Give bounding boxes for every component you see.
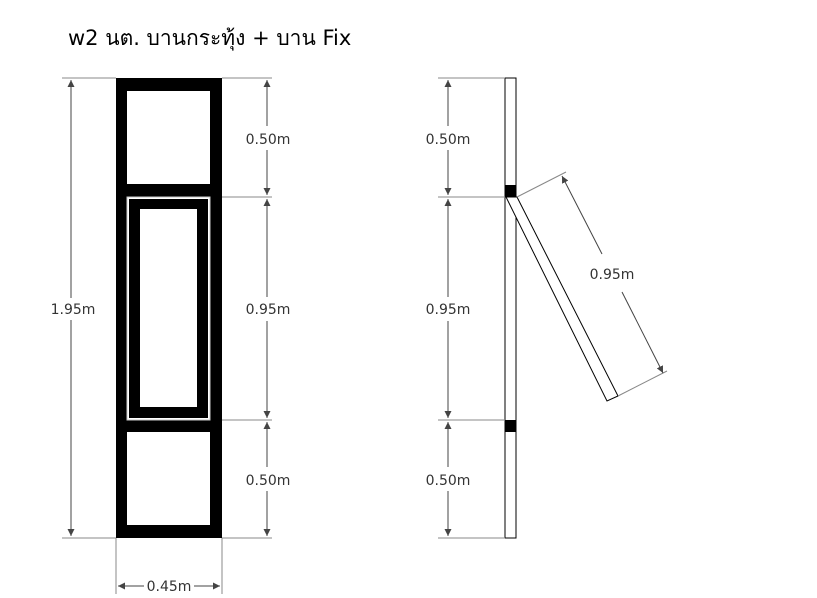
sash-length-dimension: 0.95m	[561, 175, 664, 374]
front-middle-label: 0.95m	[246, 302, 291, 318]
awning-sash-glass	[140, 209, 197, 407]
width-dimension: 0.45m	[118, 579, 220, 595]
front-extension-lines	[62, 77, 272, 594]
side-bottom-dimension: 0.50m	[426, 422, 471, 536]
front-elevation	[116, 78, 222, 538]
side-top-label: 0.50m	[426, 132, 471, 148]
side-middle-label: 0.95m	[426, 302, 471, 318]
side-bottom-label: 0.50m	[426, 473, 471, 489]
front-middle-dimension: 0.95m	[246, 199, 291, 418]
side-extension-lines	[438, 77, 668, 539]
bottom-fixed-pane	[127, 432, 210, 525]
side-bottom-transom	[505, 420, 516, 432]
top-fixed-pane	[127, 91, 210, 184]
side-section	[504, 77, 619, 539]
front-bottom-dimension: 0.50m	[246, 422, 291, 536]
side-frame	[504, 77, 517, 539]
front-bottom-label: 0.50m	[246, 473, 291, 489]
sash-length-label: 0.95m	[590, 267, 635, 283]
opened-awning-sash	[505, 196, 619, 402]
front-top-label: 0.50m	[246, 132, 291, 148]
total-height-dimension: 1.95m	[51, 80, 96, 536]
side-top-dimension: 0.50m	[426, 80, 471, 195]
drawing-title: w2 นต. บานกระทุ้ง + บาน Fix	[68, 26, 352, 50]
front-top-dimension: 0.50m	[246, 80, 291, 195]
width-label: 0.45m	[147, 579, 192, 595]
side-middle-dimension: 0.95m	[426, 199, 471, 418]
total-height-label: 1.95m	[51, 302, 96, 318]
side-top-transom	[505, 185, 516, 197]
